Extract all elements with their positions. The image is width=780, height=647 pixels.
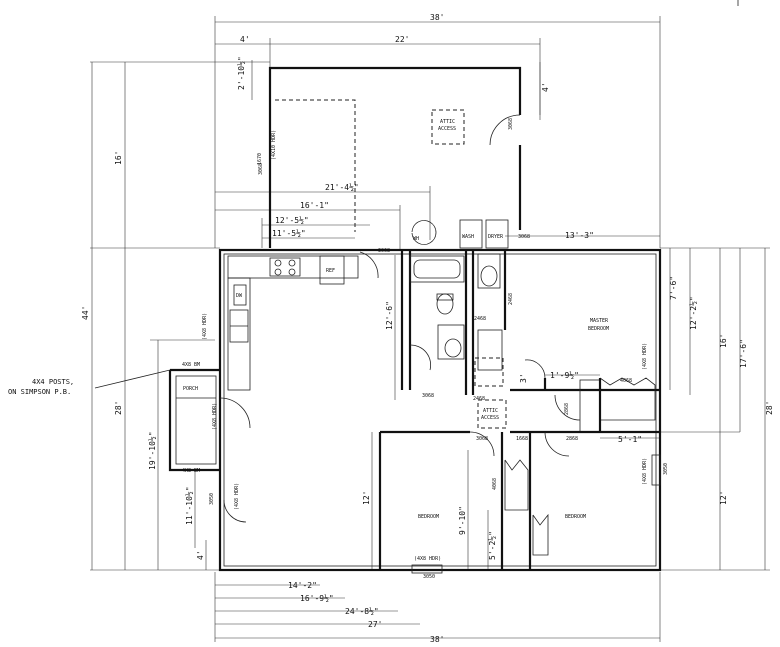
dim-24-8: 24'-8½" — [345, 606, 379, 616]
dim-3: 3' — [519, 373, 528, 383]
dim-left-2-10: 2'-10½" — [236, 56, 246, 90]
opening-codes: 1670 3068 3068 3068 3068 3068 2468 2468 … — [209, 118, 669, 580]
opening-code: 3050 — [423, 574, 435, 580]
dim-27: 27' — [368, 620, 382, 629]
dim-16-1: 16'-1" — [300, 201, 329, 210]
dim-top-4: 4' — [240, 35, 250, 44]
dim-17-6: 17'-6" — [739, 339, 748, 368]
attic-access-label-2: ATTIC — [483, 408, 498, 414]
posts-note-line2: ON SIMPSON P.B. — [8, 388, 71, 396]
beam-label: 4X8 BM — [182, 362, 200, 368]
opening-code: 4068 — [620, 378, 632, 384]
opening-code: 2468 — [473, 396, 485, 402]
dim-13-3: 13'-3" — [565, 231, 594, 240]
dim-12-6: 12'-6" — [385, 301, 394, 330]
header-label: (4X8 HDR) — [234, 483, 240, 510]
dim-4: 4' — [196, 550, 205, 560]
dimension-lines — [90, 16, 770, 642]
garage-outline — [268, 66, 522, 248]
dishwasher-label: DW — [236, 293, 243, 299]
header-label: (4X8 HDR) — [642, 343, 648, 370]
dim-12-2: 12'-2½" — [688, 296, 698, 330]
opening-code: 3050 — [209, 493, 215, 505]
exterior-doors — [219, 397, 251, 523]
posts-leader-line — [94, 369, 171, 389]
dim-12-5: 12'-5½" — [275, 215, 309, 225]
dim-21-4: 21'-4½" — [325, 182, 359, 192]
dim-16-9: 16'-9½" — [300, 593, 334, 603]
room-labels: 4X4 POSTS, ON SIMPSON P.B. ATTIC ACCESS … — [8, 119, 648, 562]
opening-code: 3068 — [378, 248, 390, 254]
master-bedroom-label: BEDROOM — [588, 326, 609, 332]
dimension-texts: 38' 4' 22' 2'-10½" 4' 16' 44' 28' 28' 21… — [81, 13, 774, 644]
bedroom-label: BEDROOM — [565, 514, 586, 520]
bath-and-hall — [400, 220, 546, 429]
dim-overall-top: 38' — [430, 13, 444, 22]
dim-16: 16' — [719, 334, 728, 348]
opening-code: 3068 — [258, 163, 264, 175]
dim-1-9: 1'-9½" — [550, 370, 579, 380]
dim-top-22: 22' — [395, 35, 409, 44]
house-exterior-walls — [168, 248, 662, 572]
dim-garage-16: 16' — [114, 151, 123, 165]
master-bedroom — [510, 377, 660, 433]
header-label: (4X8 HDR) — [202, 313, 208, 340]
kitchen — [227, 251, 379, 391]
attic-access-label: ATTIC — [440, 119, 455, 125]
opening-code: 3068 — [476, 436, 488, 442]
dryer-label: DRYER — [488, 234, 504, 240]
opening-code: 2468 — [508, 293, 514, 305]
dim-5-1: 5'-1" — [618, 435, 642, 444]
dim-7-6: 7'-6" — [669, 276, 678, 300]
bedroom-label: BEDROOM — [418, 514, 439, 520]
porch-label: PORCH — [183, 386, 198, 392]
dim-5-2: 5'-2½" — [487, 531, 497, 560]
dim-overall-bottom: 38' — [430, 635, 444, 644]
washer-label: WASH — [462, 234, 474, 240]
opening-code: 2868 — [566, 436, 578, 442]
opening-code: 1668 — [516, 436, 528, 442]
opening-code: 4068 — [492, 478, 498, 490]
dim-14-2: 14'-2" — [288, 581, 317, 590]
opening-code: 3068 — [422, 393, 434, 399]
dim-12-left: 12' — [362, 491, 371, 505]
dim-19-10: 19'-10½" — [147, 431, 157, 470]
posts-note-line1: 4X4 POSTS, — [32, 378, 74, 386]
attic-access-label-2: ACCESS — [481, 415, 499, 421]
attic-access-label: ACCESS — [438, 126, 456, 132]
opening-code: 2468 — [474, 316, 486, 322]
dim-9-10: 9'-10" — [458, 506, 467, 535]
header-label: (4X8 HDR) — [414, 556, 441, 562]
dim-total-44: 44' — [81, 306, 90, 320]
header-label: (4X10 HDR) — [271, 130, 277, 160]
opening-code: 1670 — [257, 153, 263, 165]
laundry — [459, 219, 509, 249]
dim-12-right: 12' — [719, 491, 728, 505]
bedrooms — [378, 430, 661, 574]
water-heater-label: WH — [413, 236, 419, 242]
header-label: (4X8 HDR) — [642, 458, 648, 485]
opening-code: 3050 — [663, 463, 669, 475]
beam-label: 4X8 BM — [182, 468, 200, 474]
master-bedroom-label: MASTER — [590, 318, 609, 324]
dim-left-28: 28' — [114, 401, 123, 415]
dim-11-10: 11'-10½" — [184, 486, 194, 525]
dim-11-5: 11'-5½" — [272, 228, 306, 238]
header-label: (4X8 HDR) — [212, 403, 218, 430]
opening-code: 2868 — [564, 403, 570, 415]
opening-code: 3068 — [508, 118, 514, 130]
dim-right-28: 28' — [765, 401, 774, 415]
opening-code: 3068 — [518, 234, 530, 240]
refrigerator-label: REF — [326, 268, 335, 274]
dim-right-4: 4' — [541, 82, 550, 92]
